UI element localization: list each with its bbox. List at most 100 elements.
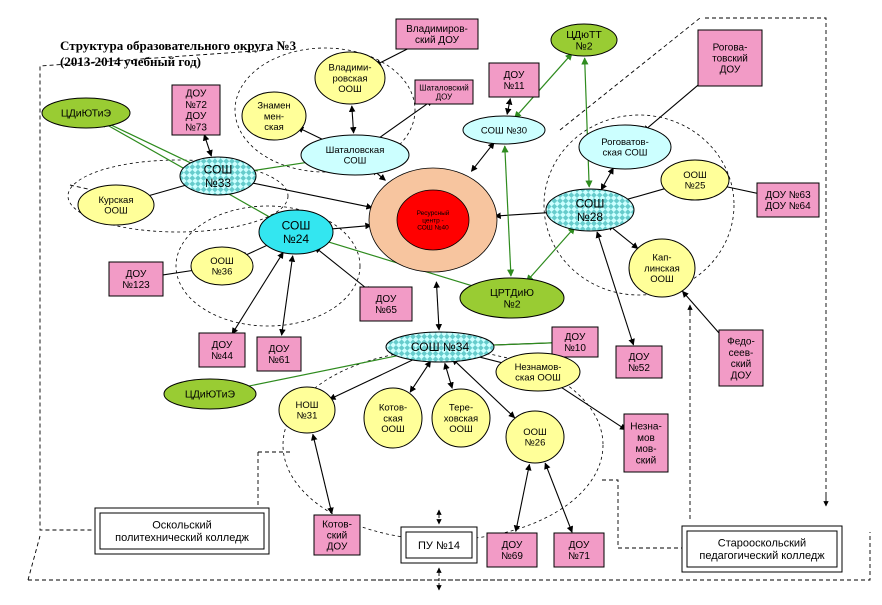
node-label: СОШ xyxy=(576,196,605,210)
node-box xyxy=(256,336,302,372)
link-arrow xyxy=(372,99,434,143)
node-label: ДОУ xyxy=(269,344,290,355)
node-label: №61 xyxy=(268,355,290,366)
node-label: Владимиров- xyxy=(406,24,468,35)
node-box xyxy=(718,329,764,387)
node-label: ский xyxy=(636,455,657,466)
node-rogovatovskaya-sosh: Роговатов-ская СОШ xyxy=(578,124,672,170)
cluster-outline xyxy=(543,114,735,296)
node-box-inner xyxy=(99,512,265,550)
dashed-connector xyxy=(602,479,682,549)
node-label: ДОУ xyxy=(720,65,741,76)
node-label: ДОУ xyxy=(569,540,590,551)
link-arrow xyxy=(642,76,708,132)
node-label: Котов- xyxy=(379,403,407,414)
node-label: ДОУ xyxy=(126,269,147,280)
node-label: педагогический колледж xyxy=(699,550,825,562)
node-label: Кап- xyxy=(652,253,671,264)
node-label: №36 xyxy=(212,267,233,278)
node-ellipse xyxy=(163,378,257,410)
node-ellipse xyxy=(363,387,423,449)
node-tsdyutie-top: ЦДиЮТиЭ xyxy=(41,97,131,129)
node-label: №65 xyxy=(375,305,397,316)
node-label: Незна- xyxy=(630,422,662,433)
node-label: ДОУ xyxy=(212,340,233,351)
node-box xyxy=(488,62,540,98)
node-box xyxy=(486,532,538,568)
link-arrow xyxy=(595,231,635,346)
node-label: мен- xyxy=(264,111,284,122)
link-arrow xyxy=(202,134,213,157)
node-label: ЦДиЮТиЭ xyxy=(61,108,112,120)
node-label: ДОУ xyxy=(186,111,207,122)
node-box xyxy=(94,507,270,555)
link-arrow-green xyxy=(581,57,593,188)
node-label: №28 xyxy=(577,210,604,224)
node-label: ДОУ xyxy=(502,540,523,551)
node-label: №2 xyxy=(575,41,592,53)
title-line-2: (2013-2014 учебный год) xyxy=(60,54,202,69)
node-label: ская ООШ xyxy=(515,373,561,384)
node-box xyxy=(313,514,361,556)
node-label: ДОУ xyxy=(376,294,397,305)
link-arrow xyxy=(314,246,372,293)
node-label: СОШ №34 xyxy=(411,340,470,354)
link-arrow xyxy=(554,383,627,431)
node-label: ровская xyxy=(332,73,367,84)
hub-core xyxy=(396,189,470,251)
node-box xyxy=(756,182,820,218)
node-label: сеев- xyxy=(729,348,754,359)
node-label: ДОУ xyxy=(436,92,453,101)
node-label: политехнический колледж xyxy=(115,532,249,544)
node-box xyxy=(400,526,478,564)
node-label: №31 xyxy=(297,411,318,422)
node-label: №33 xyxy=(205,176,232,190)
node-label: №123 xyxy=(122,280,150,291)
node-label: №24 xyxy=(283,232,310,246)
node-label: Старооскольский xyxy=(718,538,806,550)
node-label: №25 xyxy=(685,181,706,192)
node-label: СОШ №40 xyxy=(417,225,449,232)
node-label: Знамен xyxy=(257,101,290,112)
node-label: СОШ №30 xyxy=(481,125,527,136)
node-label: №10 xyxy=(564,343,586,354)
node-box xyxy=(198,332,246,368)
node-label: ДОУ xyxy=(327,542,348,553)
node-label: ская СОШ xyxy=(603,148,648,159)
node-label: ская xyxy=(264,122,284,133)
link-arrow xyxy=(451,358,516,419)
diagram-title: Структура образовательного округа №3 (20… xyxy=(60,38,296,70)
node-label: Рогова- xyxy=(713,42,748,53)
node-label: №73 xyxy=(185,122,207,133)
node-box xyxy=(697,29,763,87)
node-box xyxy=(551,326,599,358)
node-label: центр - xyxy=(422,217,443,224)
node-label: СОШ xyxy=(282,218,311,232)
node-label: мов xyxy=(637,433,655,444)
node-box xyxy=(171,84,221,136)
dashed-connector xyxy=(705,17,827,496)
node-label: ООШ xyxy=(338,84,362,95)
node-label: №26 xyxy=(525,438,546,449)
node-ellipse xyxy=(241,91,307,141)
node-ellipse xyxy=(545,188,635,232)
node-label: ДОУ xyxy=(629,352,650,363)
link-arrow xyxy=(433,281,443,331)
